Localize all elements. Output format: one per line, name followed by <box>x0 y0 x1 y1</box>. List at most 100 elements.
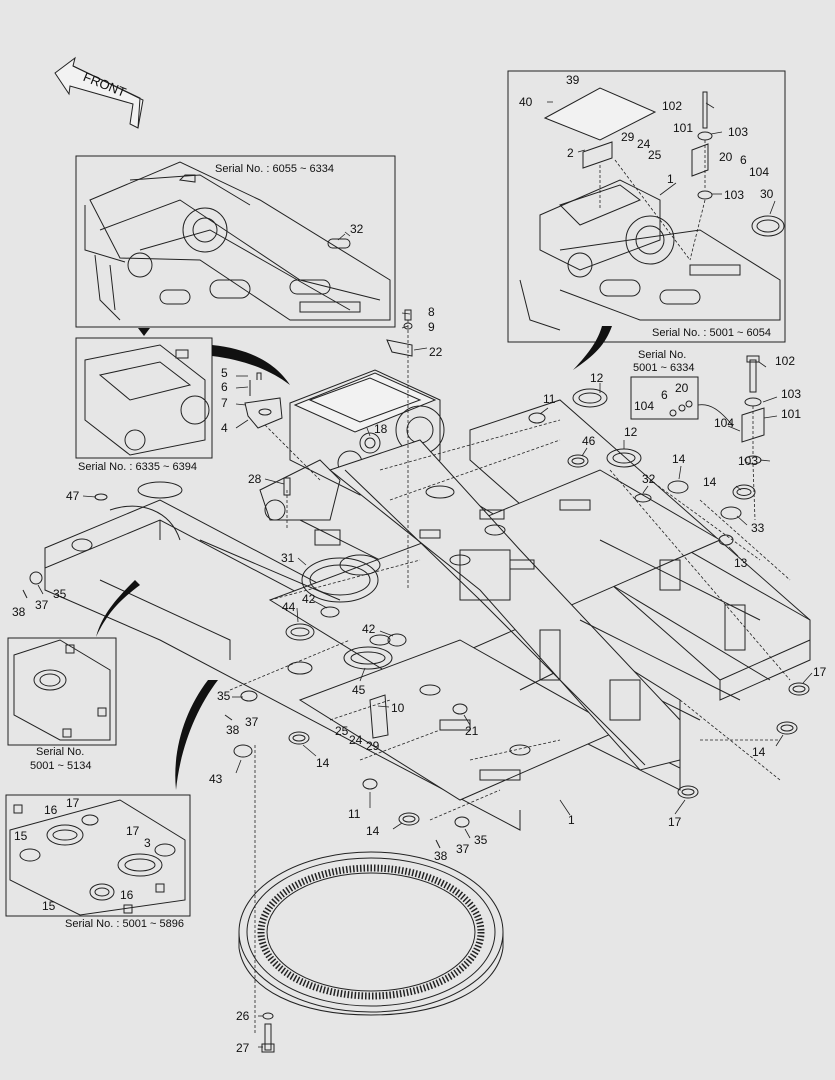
callout-leaders <box>37 101 813 1048</box>
callout-40: 40 <box>519 95 533 109</box>
callout-35: 35 <box>474 833 488 847</box>
inset-serial-6335-6394 <box>75 337 213 459</box>
callout-21: 21 <box>465 724 479 738</box>
callout-2: 2 <box>567 146 574 160</box>
callout-39: 39 <box>566 73 580 87</box>
serial-label: Serial No. : 6335 ~ 6394 <box>78 461 197 473</box>
callout-24: 24 <box>637 137 651 151</box>
callout-numbers: 39 40 2 29 24 25 1 102 101 103 20 6 104 … <box>12 73 827 1055</box>
callout-17: 17 <box>813 665 827 679</box>
callout-6: 6 <box>740 153 747 167</box>
callout-13: 13 <box>734 556 748 570</box>
callout-4: 4 <box>221 421 228 435</box>
callout-37: 37 <box>35 598 49 612</box>
callout-14: 14 <box>316 756 330 770</box>
callout-30: 30 <box>760 187 774 201</box>
inset-serial-5001-5134 <box>7 637 117 746</box>
callout-5: 5 <box>221 366 228 380</box>
serial-label: Serial No. : 5001 ~ 6054 <box>652 327 771 339</box>
main-frame <box>44 369 811 831</box>
detail-arc-icon <box>212 345 290 385</box>
callout-6: 6 <box>661 388 668 402</box>
inset-serial-5001-6054 <box>507 70 786 343</box>
callout-15: 15 <box>14 829 28 843</box>
serial-label-line1: Serial No. <box>36 746 84 758</box>
front-arrow-icon <box>54 56 144 129</box>
callout-29: 29 <box>366 739 380 753</box>
callout-26: 26 <box>236 1009 250 1023</box>
callout-7: 7 <box>221 396 228 410</box>
callout-12: 12 <box>590 371 604 385</box>
callout-12: 12 <box>624 425 638 439</box>
serial-label-line1: Serial No. <box>638 349 686 361</box>
serial-label: Serial No. : 5001 ~ 5896 <box>65 918 184 930</box>
serial-label-line2: 5001 ~ 5134 <box>30 760 91 772</box>
callout-29: 29 <box>621 130 635 144</box>
callout-35: 35 <box>217 689 231 703</box>
callout-37: 37 <box>456 842 470 856</box>
callout-24: 24 <box>349 733 363 747</box>
callout-10: 10 <box>391 701 405 715</box>
callout-1: 1 <box>667 172 674 186</box>
callout-3: 3 <box>144 836 151 850</box>
callout-8: 8 <box>428 305 435 319</box>
dashed-assembly-lines <box>229 320 791 1035</box>
callout-103: 103 <box>728 125 748 139</box>
bolt-26-27 <box>261 1012 275 1053</box>
callout-102: 102 <box>662 99 682 113</box>
callout-14: 14 <box>672 452 686 466</box>
inset-serial-5001-5896 <box>5 794 191 917</box>
callout-22: 22 <box>429 345 443 359</box>
callout-104: 104 <box>749 165 769 179</box>
callout-27: 27 <box>236 1041 250 1055</box>
callout-17: 17 <box>668 815 682 829</box>
callout-15: 15 <box>42 899 56 913</box>
callout-103: 103 <box>724 188 744 202</box>
detail-arc-icon <box>96 580 140 637</box>
serial-label-line2: 5001 ~ 6334 <box>633 362 694 374</box>
callout-103: 103 <box>781 387 801 401</box>
callout-32: 32 <box>350 222 364 236</box>
callout-17: 17 <box>66 796 80 810</box>
callout-20: 20 <box>675 381 689 395</box>
callout-42: 42 <box>362 622 376 636</box>
callout-25: 25 <box>335 724 349 738</box>
callout-47: 47 <box>66 489 80 503</box>
callout-18: 18 <box>374 422 388 436</box>
indicator-triangle-icon <box>138 328 150 336</box>
callout-14: 14 <box>703 475 717 489</box>
callout-14: 14 <box>752 745 766 759</box>
swing-bearing-ring <box>238 851 504 1016</box>
callout-38: 38 <box>226 723 240 737</box>
callout-9: 9 <box>428 320 435 334</box>
callout-101: 101 <box>673 121 693 135</box>
callout-25: 25 <box>648 148 662 162</box>
callout-43: 43 <box>209 772 223 786</box>
callout-42: 42 <box>302 592 316 606</box>
callout-20: 20 <box>719 150 733 164</box>
callout-38: 38 <box>434 849 448 863</box>
callout-103: 103 <box>738 454 758 468</box>
callout-44: 44 <box>282 600 296 614</box>
callout-6: 6 <box>221 380 228 394</box>
callout-33: 33 <box>751 521 765 535</box>
callout-17: 17 <box>126 824 140 838</box>
callout-101: 101 <box>781 407 801 421</box>
callout-31: 31 <box>281 551 295 565</box>
callout-46: 46 <box>582 434 596 448</box>
callout-104: 104 <box>714 416 734 430</box>
callout-102: 102 <box>775 354 795 368</box>
callout-32: 32 <box>642 472 656 486</box>
detail-arc-icon <box>573 326 612 370</box>
callout-16: 16 <box>120 888 134 902</box>
callout-35: 35 <box>53 587 67 601</box>
callout-16: 16 <box>44 803 58 817</box>
detail-arc-icon <box>175 680 218 790</box>
callout-38: 38 <box>12 605 26 619</box>
callout-1: 1 <box>568 813 575 827</box>
callout-37: 37 <box>245 715 259 729</box>
serial-label: Serial No. : 6055 ~ 6334 <box>215 163 334 175</box>
callout-11: 11 <box>543 392 556 406</box>
